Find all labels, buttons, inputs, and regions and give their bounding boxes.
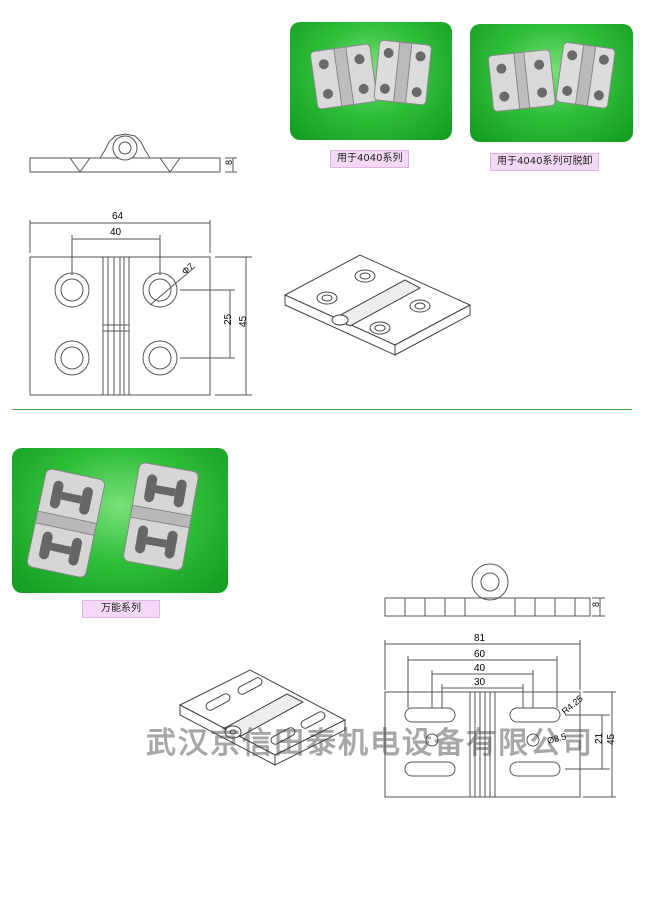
photo-hinge-4040 (290, 22, 452, 140)
dim-slot-mid: 40 (474, 663, 486, 674)
caption-4040: 用于4040系列 (330, 150, 410, 168)
hinge-4040-image (310, 39, 432, 110)
dim-thickness-top: 8 (224, 160, 234, 165)
hinge-4040-detachable-image (487, 42, 616, 112)
photo-hinge-4040-detachable (470, 24, 633, 142)
hinge-side-view-bottom: 8 (384, 563, 605, 617)
dim-height-bottom: 45 (606, 733, 617, 745)
dim-thickness-bottom: 8 (591, 602, 601, 607)
hinge-isometric-bottom (178, 669, 347, 766)
photo-hinge-universal (12, 448, 228, 593)
hinge-universal-image (26, 462, 199, 578)
hinge-side-view-top: 8 (29, 133, 237, 173)
dim-width-bottom: 81 (474, 633, 486, 644)
dim-vert-spacing-top: 25 (223, 313, 234, 325)
hinge-front-view-bottom: 81 60 40 30 R4.25 Ø8.5 21 45 (384, 633, 617, 798)
dim-hole-dia-top: Φ7 (180, 261, 196, 276)
dim-width-top: 64 (112, 211, 124, 222)
watermark-company: 武汉京信田泰机电设备有限公司 (146, 726, 594, 761)
hinge-isometric-top (283, 254, 472, 356)
section-divider (12, 409, 632, 410)
dim-hole-dia-bottom: Ø8.5 (546, 731, 567, 746)
caption-4040-detachable: 用于4040系列可脱卸 (490, 153, 600, 171)
dim-slot-outer: 60 (474, 649, 486, 660)
dim-vert-spacing-bottom: 21 (594, 732, 605, 744)
dim-height-top: 45 (238, 315, 249, 327)
hinge-front-view-top: 64 40 Φ7 25 45 (29, 211, 252, 396)
dim-slot-inner: 30 (474, 677, 486, 688)
caption-universal: 万能系列 (82, 600, 160, 618)
dim-hole-spacing-top: 40 (110, 227, 122, 238)
dim-slot-radius: R4.25 (560, 693, 585, 716)
